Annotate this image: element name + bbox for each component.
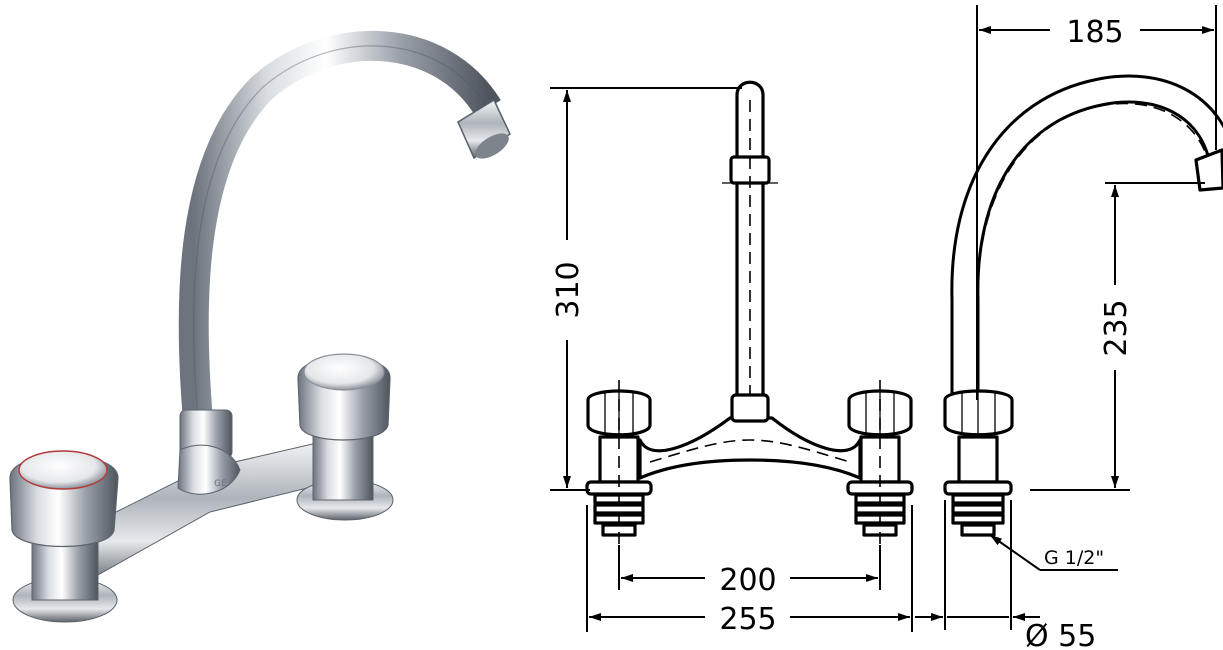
faucet-front-view — [585, 80, 914, 545]
svg-text:GE: GE — [214, 479, 227, 489]
dim-base-diameter: Ø 55 — [1025, 619, 1096, 650]
faucet-side-view — [943, 74, 1223, 537]
photo-aerator — [457, 98, 511, 160]
dim-spout-height: 235 — [1099, 299, 1134, 356]
dimension-lines — [550, 5, 1217, 632]
dim-thread: G 1/2" — [1044, 547, 1104, 569]
faucet-photo: GE — [9, 30, 511, 623]
dim-tap-spacing: 200 — [719, 563, 776, 598]
front-right-tap — [846, 380, 914, 545]
dim-total-height: 310 — [551, 261, 586, 318]
photo-spout — [178, 30, 501, 422]
dim-spout-width: 185 — [1066, 15, 1123, 50]
side-tap — [943, 389, 1014, 537]
front-left-tap — [585, 380, 653, 545]
dim-overall-width: 255 — [719, 602, 776, 637]
front-bridge — [638, 416, 862, 480]
